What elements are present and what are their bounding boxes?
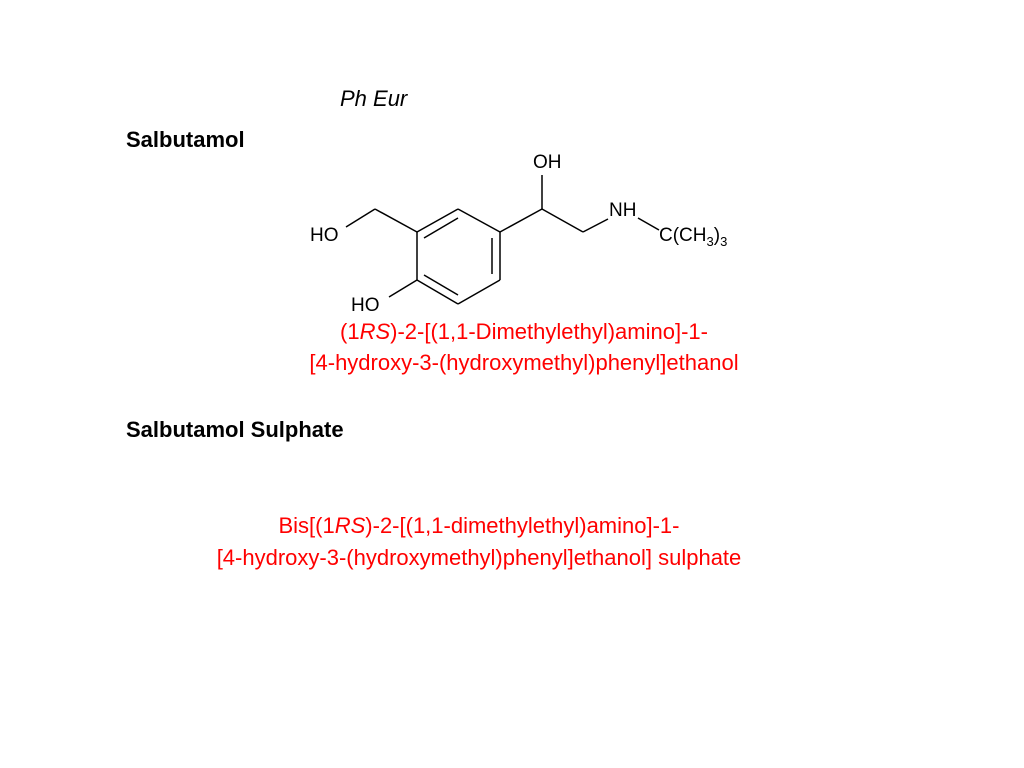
ch2-n-bond	[582, 218, 609, 233]
oh-top-label: OH	[533, 152, 562, 173]
ho-bottom-label: HO	[351, 295, 380, 316]
ch2-oh-bond	[345, 208, 376, 228]
ring-bond	[416, 279, 459, 305]
salt-iupac-line-2: [4-hydroxy-3-(hydroxymethyl)phenyl]ethan…	[216, 545, 742, 570]
salt-iupac-line-1: Bis[(1RS)-2-[(1,1-dimethylethyl)amino]-1…	[278, 513, 680, 538]
ring-bond	[457, 208, 501, 233]
side-chain-bond	[499, 208, 543, 233]
phenol-oh-bond	[388, 279, 418, 298]
nh-label: NH	[609, 200, 636, 221]
compound-title: Salbutamol	[126, 127, 245, 152]
ring-bond	[416, 208, 459, 233]
ring-double-bond	[423, 274, 459, 296]
source-label: Ph Eur	[340, 86, 408, 111]
compound-iupac-line-1: (1RS)-2-[(1,1-Dimethylethyl)amino]-1-	[340, 319, 708, 344]
c-ch2-bond	[541, 208, 584, 233]
ch2-bond	[374, 208, 418, 233]
n-c-bond	[637, 217, 660, 231]
ring-bond	[457, 279, 501, 305]
ho-left-label: HO	[310, 225, 339, 246]
tbutyl-label: C(CH3)3	[659, 225, 727, 249]
compound-iupac-line-2: [4-hydroxy-3-(hydroxymethyl)phenyl]ethan…	[309, 350, 739, 375]
ring-double-bond	[423, 217, 459, 239]
salt-title: Salbutamol Sulphate	[126, 417, 344, 442]
